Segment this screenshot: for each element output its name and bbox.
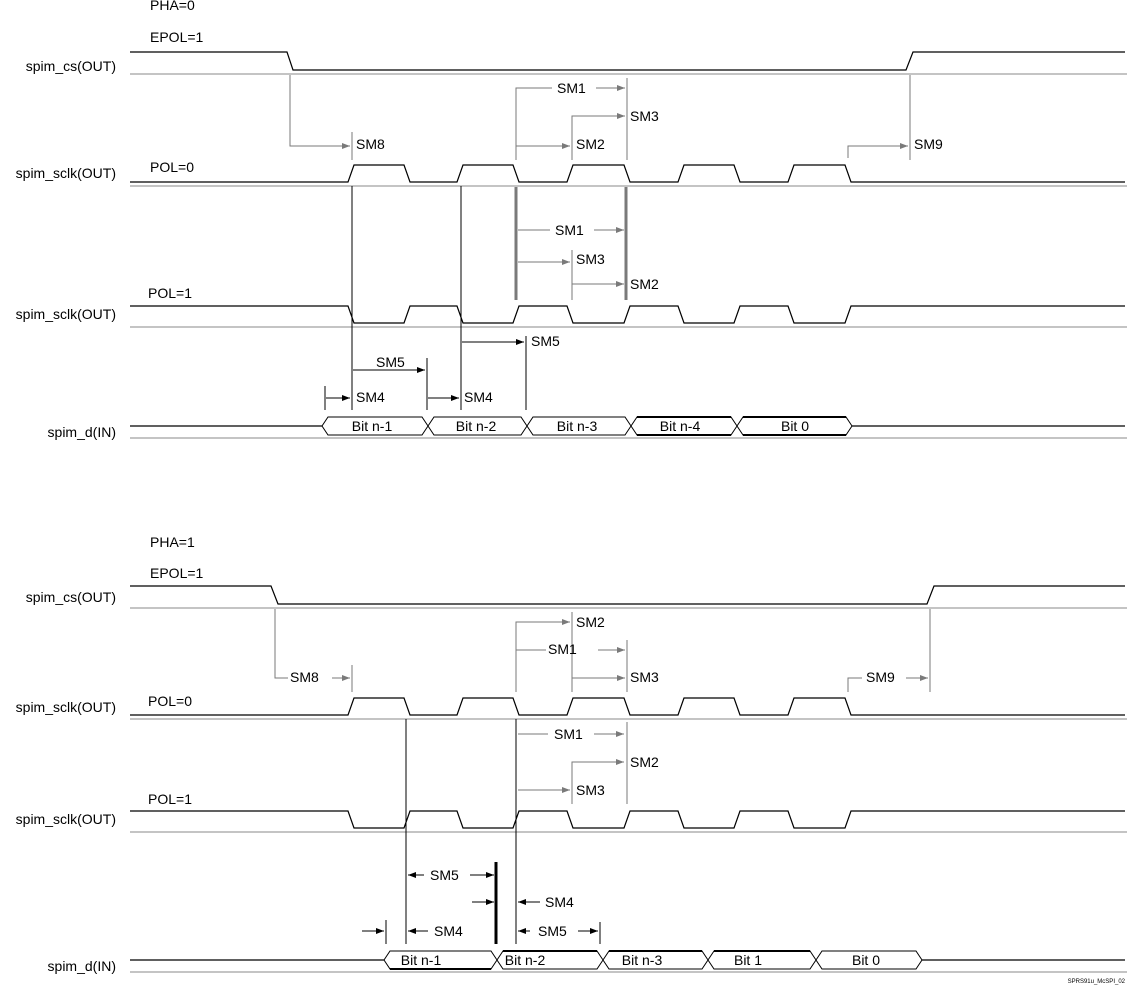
- timing-sm8: SM8: [274, 609, 353, 692]
- timing-label: SM5: [531, 333, 560, 349]
- signal-label-cs: spim_cs(OUT): [26, 58, 116, 74]
- timing-sm1-sm2-sm3-pol0: SM1 SM3 SM2: [515, 78, 659, 160]
- epol-label: EPOL=1: [150, 565, 204, 581]
- timing-sm8: SM8: [289, 75, 385, 160]
- bit-label: Bit n-3: [557, 418, 598, 434]
- timing-label: SM3: [576, 251, 605, 267]
- waveform-cs: [130, 585, 1125, 605]
- signal-label-sclk-pol1: spim_sclk(OUT): [16, 811, 116, 827]
- timing-label: SM1: [555, 222, 584, 238]
- timing-label: SM4: [356, 389, 385, 405]
- signal-label-sclk-pol0: spim_sclk(OUT): [16, 165, 116, 181]
- signal-label-din: spim_d(IN): [48, 958, 116, 974]
- pol1-label: POL=1: [148, 791, 192, 807]
- timing-label: SM2: [630, 276, 659, 292]
- bit-cell: Bit n-2: [496, 950, 604, 970]
- signal-label-din: spim_d(IN): [48, 424, 116, 440]
- timing-label: SM2: [576, 136, 605, 152]
- timing-label: SM1: [554, 726, 583, 742]
- timing-label: SM8: [290, 669, 319, 685]
- bit-cell: Bit n-2: [427, 416, 528, 436]
- signal-label-sclk-pol1: spim_sclk(OUT): [16, 306, 116, 322]
- signal-label-sclk-pol0: spim_sclk(OUT): [16, 699, 116, 715]
- timing-label: SM5: [376, 354, 405, 370]
- timing-label: SM4: [434, 923, 463, 939]
- bit-label: Bit 0: [852, 952, 880, 968]
- bit-cell: Bit n-3: [602, 950, 709, 970]
- timing-label: SM4: [545, 894, 574, 910]
- timing-label: SM9: [866, 669, 895, 685]
- timing-label: SM2: [576, 614, 605, 630]
- timing-label: SM3: [630, 669, 659, 685]
- bit-label: Bit n-2: [456, 418, 497, 434]
- timing-label: SM5: [430, 867, 459, 883]
- bit-cell: Bit n-3: [526, 416, 632, 436]
- bit-cell: Bit 1: [707, 950, 817, 970]
- bit-cell: Bit n-1: [383, 950, 498, 970]
- waveform-sclk-pol0: [130, 164, 1125, 183]
- pol1-label: POL=1: [148, 285, 192, 301]
- timing-sm4-sm5: SM5 SM5 SM4 SM4: [324, 186, 560, 410]
- waveform-sclk-pol1: [130, 305, 1125, 324]
- waveform-sclk-pol1: [130, 810, 1125, 829]
- bit-cell: Bit n-1: [321, 416, 429, 436]
- signal-label-cs: spim_cs(OUT): [26, 589, 116, 605]
- bit-label: Bit 1: [734, 952, 762, 968]
- pha-label: PHA=0: [150, 0, 195, 13]
- timing-sm1-sm3-sm2-pol1: SM1 SM3 SM2: [514, 187, 659, 300]
- timing-label: SM1: [557, 80, 586, 96]
- timing-label: SM1: [548, 641, 577, 657]
- diagram-pha1: PHA=1 EPOL=1 spim_cs(OUT) POL=0 spim_scl…: [16, 534, 1127, 974]
- timing-sm4-sm5: SM5 SM4 SM4 SM5: [362, 719, 601, 944]
- waveform-cs: [130, 51, 1125, 71]
- bit-label: Bit n-1: [401, 952, 442, 968]
- timing-label: SM3: [630, 108, 659, 124]
- bit-label: Bit n-1: [352, 418, 393, 434]
- timing-label: SM4: [464, 389, 493, 405]
- bit-label: Bit 0: [781, 418, 809, 434]
- timing-label: SM2: [630, 754, 659, 770]
- timing-label: SM3: [576, 782, 605, 798]
- bit-cell: Bit 0: [736, 416, 853, 436]
- bit-label: Bit n-4: [660, 418, 701, 434]
- timing-label: SM8: [356, 136, 385, 152]
- timing-sm9: SM9: [847, 609, 931, 692]
- pha-label: PHA=1: [150, 534, 195, 550]
- pol0-label: POL=0: [150, 159, 194, 175]
- timing-sm2-sm1-sm3-pol0: SM2 SM1 SM3: [515, 612, 659, 692]
- bit-cell: Bit 0: [815, 950, 923, 970]
- timing-label: SM9: [914, 136, 943, 152]
- bit-label: Bit n-2: [505, 952, 546, 968]
- waveform-sclk-pol0: [130, 697, 1125, 716]
- bit-cell: Bit n-4: [630, 416, 738, 436]
- timing-sm9: SM9: [847, 75, 943, 160]
- bit-label: Bit n-3: [622, 952, 663, 968]
- timing-sm1-sm2-sm3-pol1: SM1 SM2 SM3: [518, 722, 659, 804]
- figure-id: SPRS91u_McSPI_02: [1068, 979, 1126, 985]
- pol0-label: POL=0: [148, 693, 192, 709]
- timing-label: SM5: [538, 923, 567, 939]
- diagram-pha0: PHA=0 EPOL=1 spim_cs(OUT) POL=0 spim_scl…: [16, 0, 1127, 440]
- epol-label: EPOL=1: [150, 29, 204, 45]
